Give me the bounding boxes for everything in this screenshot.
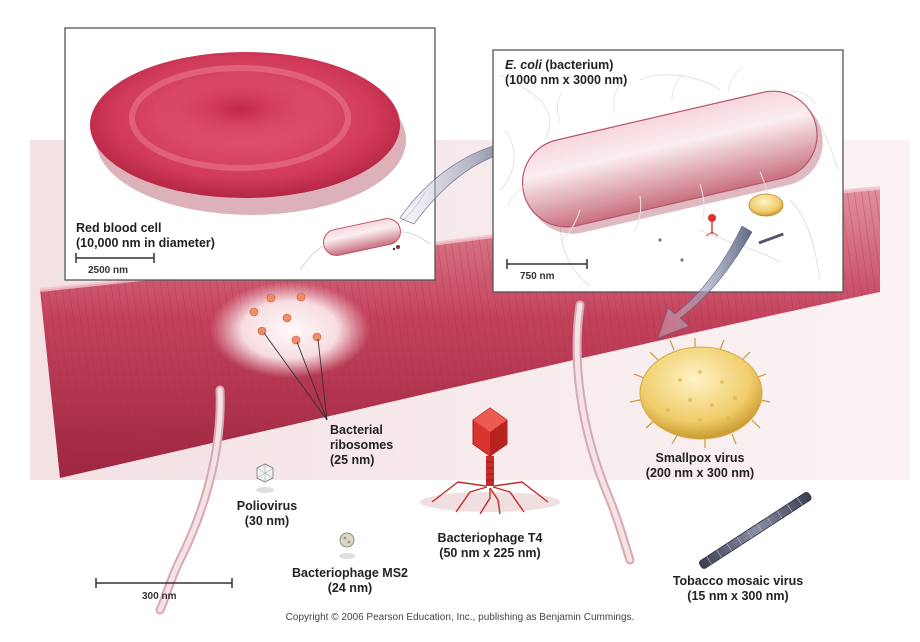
rbc-size: (10,000 nm in diameter) <box>76 236 215 250</box>
main-scale-label: 300 nm <box>142 591 177 602</box>
flagellum-strands <box>155 300 635 615</box>
smallpox-virus <box>629 338 771 448</box>
ribosome-leader-lines <box>263 332 328 421</box>
tmv-line1: Tobacco mosaic virus <box>672 574 804 588</box>
rbc-panel <box>64 27 436 281</box>
ribosomes-line3: (25 nm) <box>330 453 375 467</box>
ribosomes-label: Bacterial ribosomes (25 nm) <box>330 423 393 468</box>
ecoli-name-italic: E. coli <box>505 58 542 72</box>
smallpox-label: Smallpox virus (200 nm x 300 nm) <box>620 451 780 481</box>
bacteriophage-ms2 <box>339 532 355 559</box>
ecoli-size: (1000 nm x 3000 nm) <box>505 73 628 87</box>
tobacco-mosaic-virus <box>699 491 812 569</box>
t4-line1: Bacteriophage T4 <box>437 531 543 545</box>
rbc-name: Red blood cell <box>76 221 162 235</box>
ribosomes-line2: ribosomes <box>330 438 394 452</box>
ecoli-panel <box>492 49 844 293</box>
tmv-label: Tobacco mosaic virus (15 nm x 300 nm) <box>648 574 828 604</box>
zoom-arrow-2 <box>657 225 753 339</box>
ribosome-dots <box>249 292 322 345</box>
ms2-line2: (24 nm) <box>327 581 373 595</box>
tmv-line2: (15 nm x 300 nm) <box>687 589 789 603</box>
poliovirus-line1: Poliovirus <box>236 499 298 513</box>
ecoli-scale-label: 750 nm <box>520 271 555 282</box>
smallpox-line2: (200 nm x 300 nm) <box>645 466 755 480</box>
ribosomes-line1: Bacterial <box>330 423 383 437</box>
copyright-notice: Copyright © 2006 Pearson Education, Inc.… <box>285 612 635 623</box>
t4-line2: (50 nm x 225 nm) <box>439 546 541 560</box>
smallpox-line1: Smallpox virus <box>655 451 745 465</box>
ms2-label: Bacteriophage MS2 (24 nm) <box>270 566 430 596</box>
poliovirus-label: Poliovirus (30 nm) <box>222 499 312 529</box>
main-scale-bar <box>95 578 233 588</box>
poliovirus <box>256 463 274 493</box>
ecoli-name-rest: (bacterium) <box>541 58 614 72</box>
poliovirus-line2: (30 nm) <box>244 514 290 528</box>
rbc-scale-label: 2500 nm <box>88 265 129 276</box>
t4-label: Bacteriophage T4 (50 nm x 225 nm) <box>415 531 565 561</box>
bacteriophage-t4 <box>420 407 560 515</box>
rbc-label: Red blood cell (10,000 nm in diameter) <box>76 221 215 251</box>
ms2-line1: Bacteriophage MS2 <box>291 566 408 580</box>
ecoli-label: E. coli (bacterium) (1000 nm x 3000 nm) <box>505 58 627 88</box>
